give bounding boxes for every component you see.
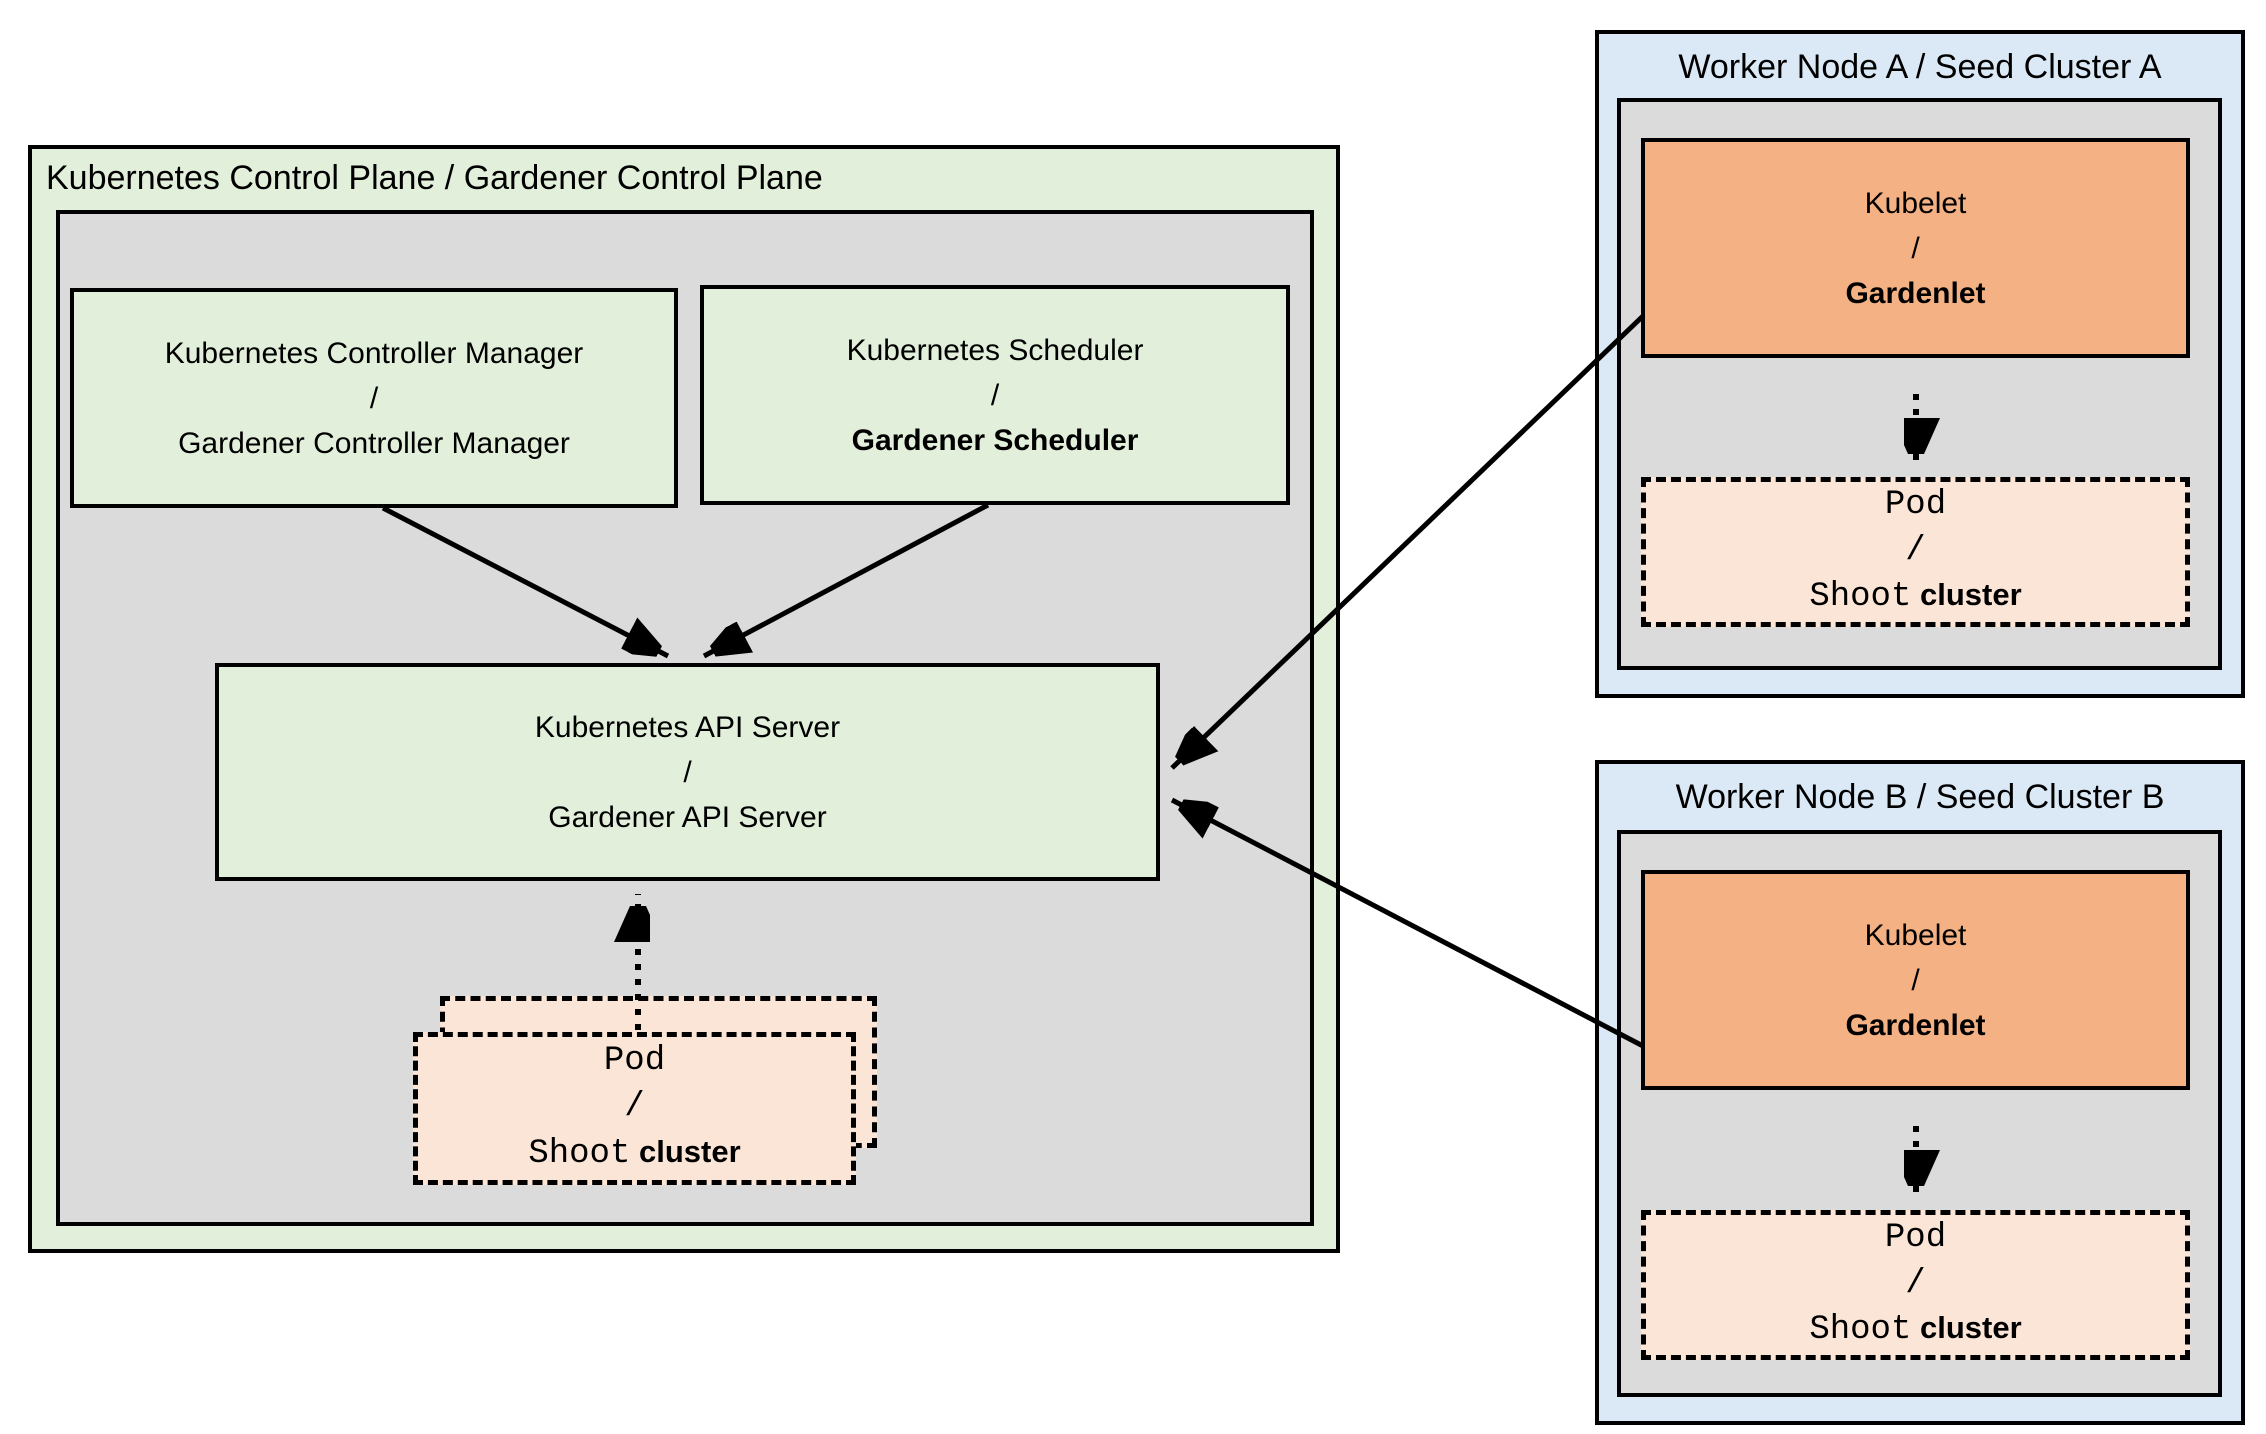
api-server-box: Kubernetes API Server / Gardener API Ser… [215,663,1160,881]
scheduler-label-top: Kubernetes Scheduler [846,333,1144,367]
api-server-separator: / [683,755,692,789]
controller-manager-label-bottom: Gardener Controller Manager [178,426,570,460]
shoot-cluster-label: Shoot cluster [1809,574,2021,621]
gardenlet-label: Gardenlet [1845,1008,1986,1042]
kubelet-gardenlet-box-b: Kubelet / Gardenlet [1641,870,2190,1090]
control-plane-inner-panel: Kubernetes Controller Manager / Gardener… [56,210,1314,1226]
kubelet-label-top: Kubelet [1864,918,1967,952]
controller-manager-separator: / [369,381,379,415]
scheduler-label-bottom: Gardener Scheduler [851,423,1139,457]
api-server-label-top: Kubernetes API Server [534,710,841,744]
worker-node-b-title: Worker Node B / Seed Cluster B [1675,778,2165,816]
worker-node-a-inner-panel: Kubelet / Gardenlet Pod / Shoot cluster [1617,98,2222,670]
controller-manager-box: Kubernetes Controller Manager / Gardener… [70,288,678,508]
kubelet-separator: / [1911,963,1920,997]
controller-manager-label-top: Kubernetes Controller Manager [164,336,584,370]
control-plane-title: Kubernetes Control Plane / Gardener Cont… [46,159,823,197]
gardenlet-label: Gardenlet [1845,276,1986,310]
worker-node-a-box: Worker Node A / Seed Cluster A Kubelet /… [1595,30,2245,698]
pod-shoot-cluster-stack-front-box: Pod / Shoot cluster [413,1032,856,1185]
pod-shoot-cluster-box-b: Pod / Shoot cluster [1641,1210,2190,1360]
pod-label: Pod [1884,485,1947,524]
scheduler-separator: / [990,378,1000,412]
cluster-label: cluster [1919,1310,2022,1346]
kubelet-gardenlet-box-a: Kubelet / Gardenlet [1641,138,2190,358]
shoot-label-mono: Shoot [1809,578,1912,617]
shoot-label-mono: Shoot [1809,1311,1912,1350]
worker-node-b-inner-panel: Kubelet / Gardenlet Pod / Shoot cluster [1617,830,2222,1397]
worker-node-a-title: Worker Node A / Seed Cluster A [1678,48,2162,86]
shoot-cluster-label: Shoot cluster [1809,1307,2021,1354]
cluster-label: cluster [638,1133,741,1169]
control-plane-box: Kubernetes Control Plane / Gardener Cont… [28,145,1340,1253]
cluster-label: cluster [1919,577,2022,613]
pod-separator: / [1905,1264,1926,1303]
scheduler-box: Kubernetes Scheduler / Gardener Schedule… [700,285,1290,505]
kubelet-label-top: Kubelet [1864,186,1967,220]
pod-separator: / [624,1088,645,1127]
pod-shoot-cluster-box-a: Pod / Shoot cluster [1641,477,2190,627]
worker-node-b-box: Worker Node B / Seed Cluster B Kubelet /… [1595,760,2245,1425]
shoot-label-mono: Shoot [528,1134,631,1173]
api-server-label-bottom: Gardener API Server [548,800,827,834]
kubelet-separator: / [1911,231,1920,265]
pod-label: Pod [603,1042,666,1081]
pod-separator: / [1905,531,1926,570]
pod-label: Pod [1884,1218,1947,1257]
shoot-cluster-label: Shoot cluster [528,1131,740,1178]
